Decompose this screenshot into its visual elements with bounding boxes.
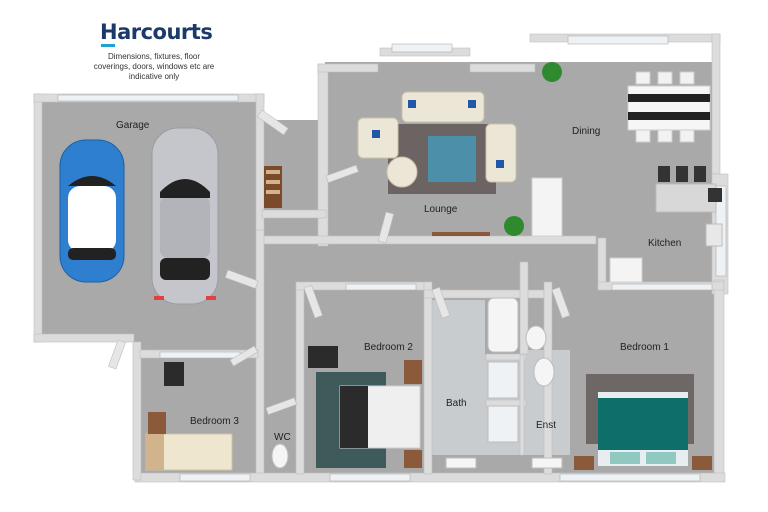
- room-label-lounge: Lounge: [424, 204, 458, 215]
- room-label-kitchen: Kitchen: [648, 238, 681, 249]
- room-label-wc: WC: [274, 432, 291, 443]
- room-label-bedroom1: Bedroom 1: [620, 342, 669, 353]
- brand-logo: Harcourts: [100, 20, 213, 47]
- room-label-garage: Garage: [116, 120, 150, 131]
- shelf-unit: [264, 166, 282, 208]
- kitchen-units: [531, 166, 723, 283]
- plant-icon: [504, 62, 562, 236]
- bedroom1-furniture: [574, 374, 712, 470]
- dining-set: [627, 71, 711, 143]
- room-label-dining: Dining: [572, 126, 600, 137]
- room-label-bedroom3: Bedroom 3: [190, 416, 239, 427]
- brand-name: Harcourts: [100, 20, 213, 44]
- room-label-bath: Bath: [446, 398, 467, 409]
- room-label-ensuite: Enst: [536, 420, 556, 431]
- brand-accent-bar: [101, 44, 115, 47]
- bathroom-fixtures: [271, 297, 563, 469]
- garage-cars: [59, 127, 219, 305]
- bedroom2-furniture: [308, 346, 422, 468]
- lounge-furniture: [357, 91, 517, 236]
- room-label-bedroom2: Bedroom 2: [364, 342, 413, 353]
- doors: [108, 109, 571, 415]
- bedroom3-furniture: [145, 362, 233, 471]
- disclaimer-text: Dimensions, fixtures, floor coverings, d…: [93, 52, 215, 81]
